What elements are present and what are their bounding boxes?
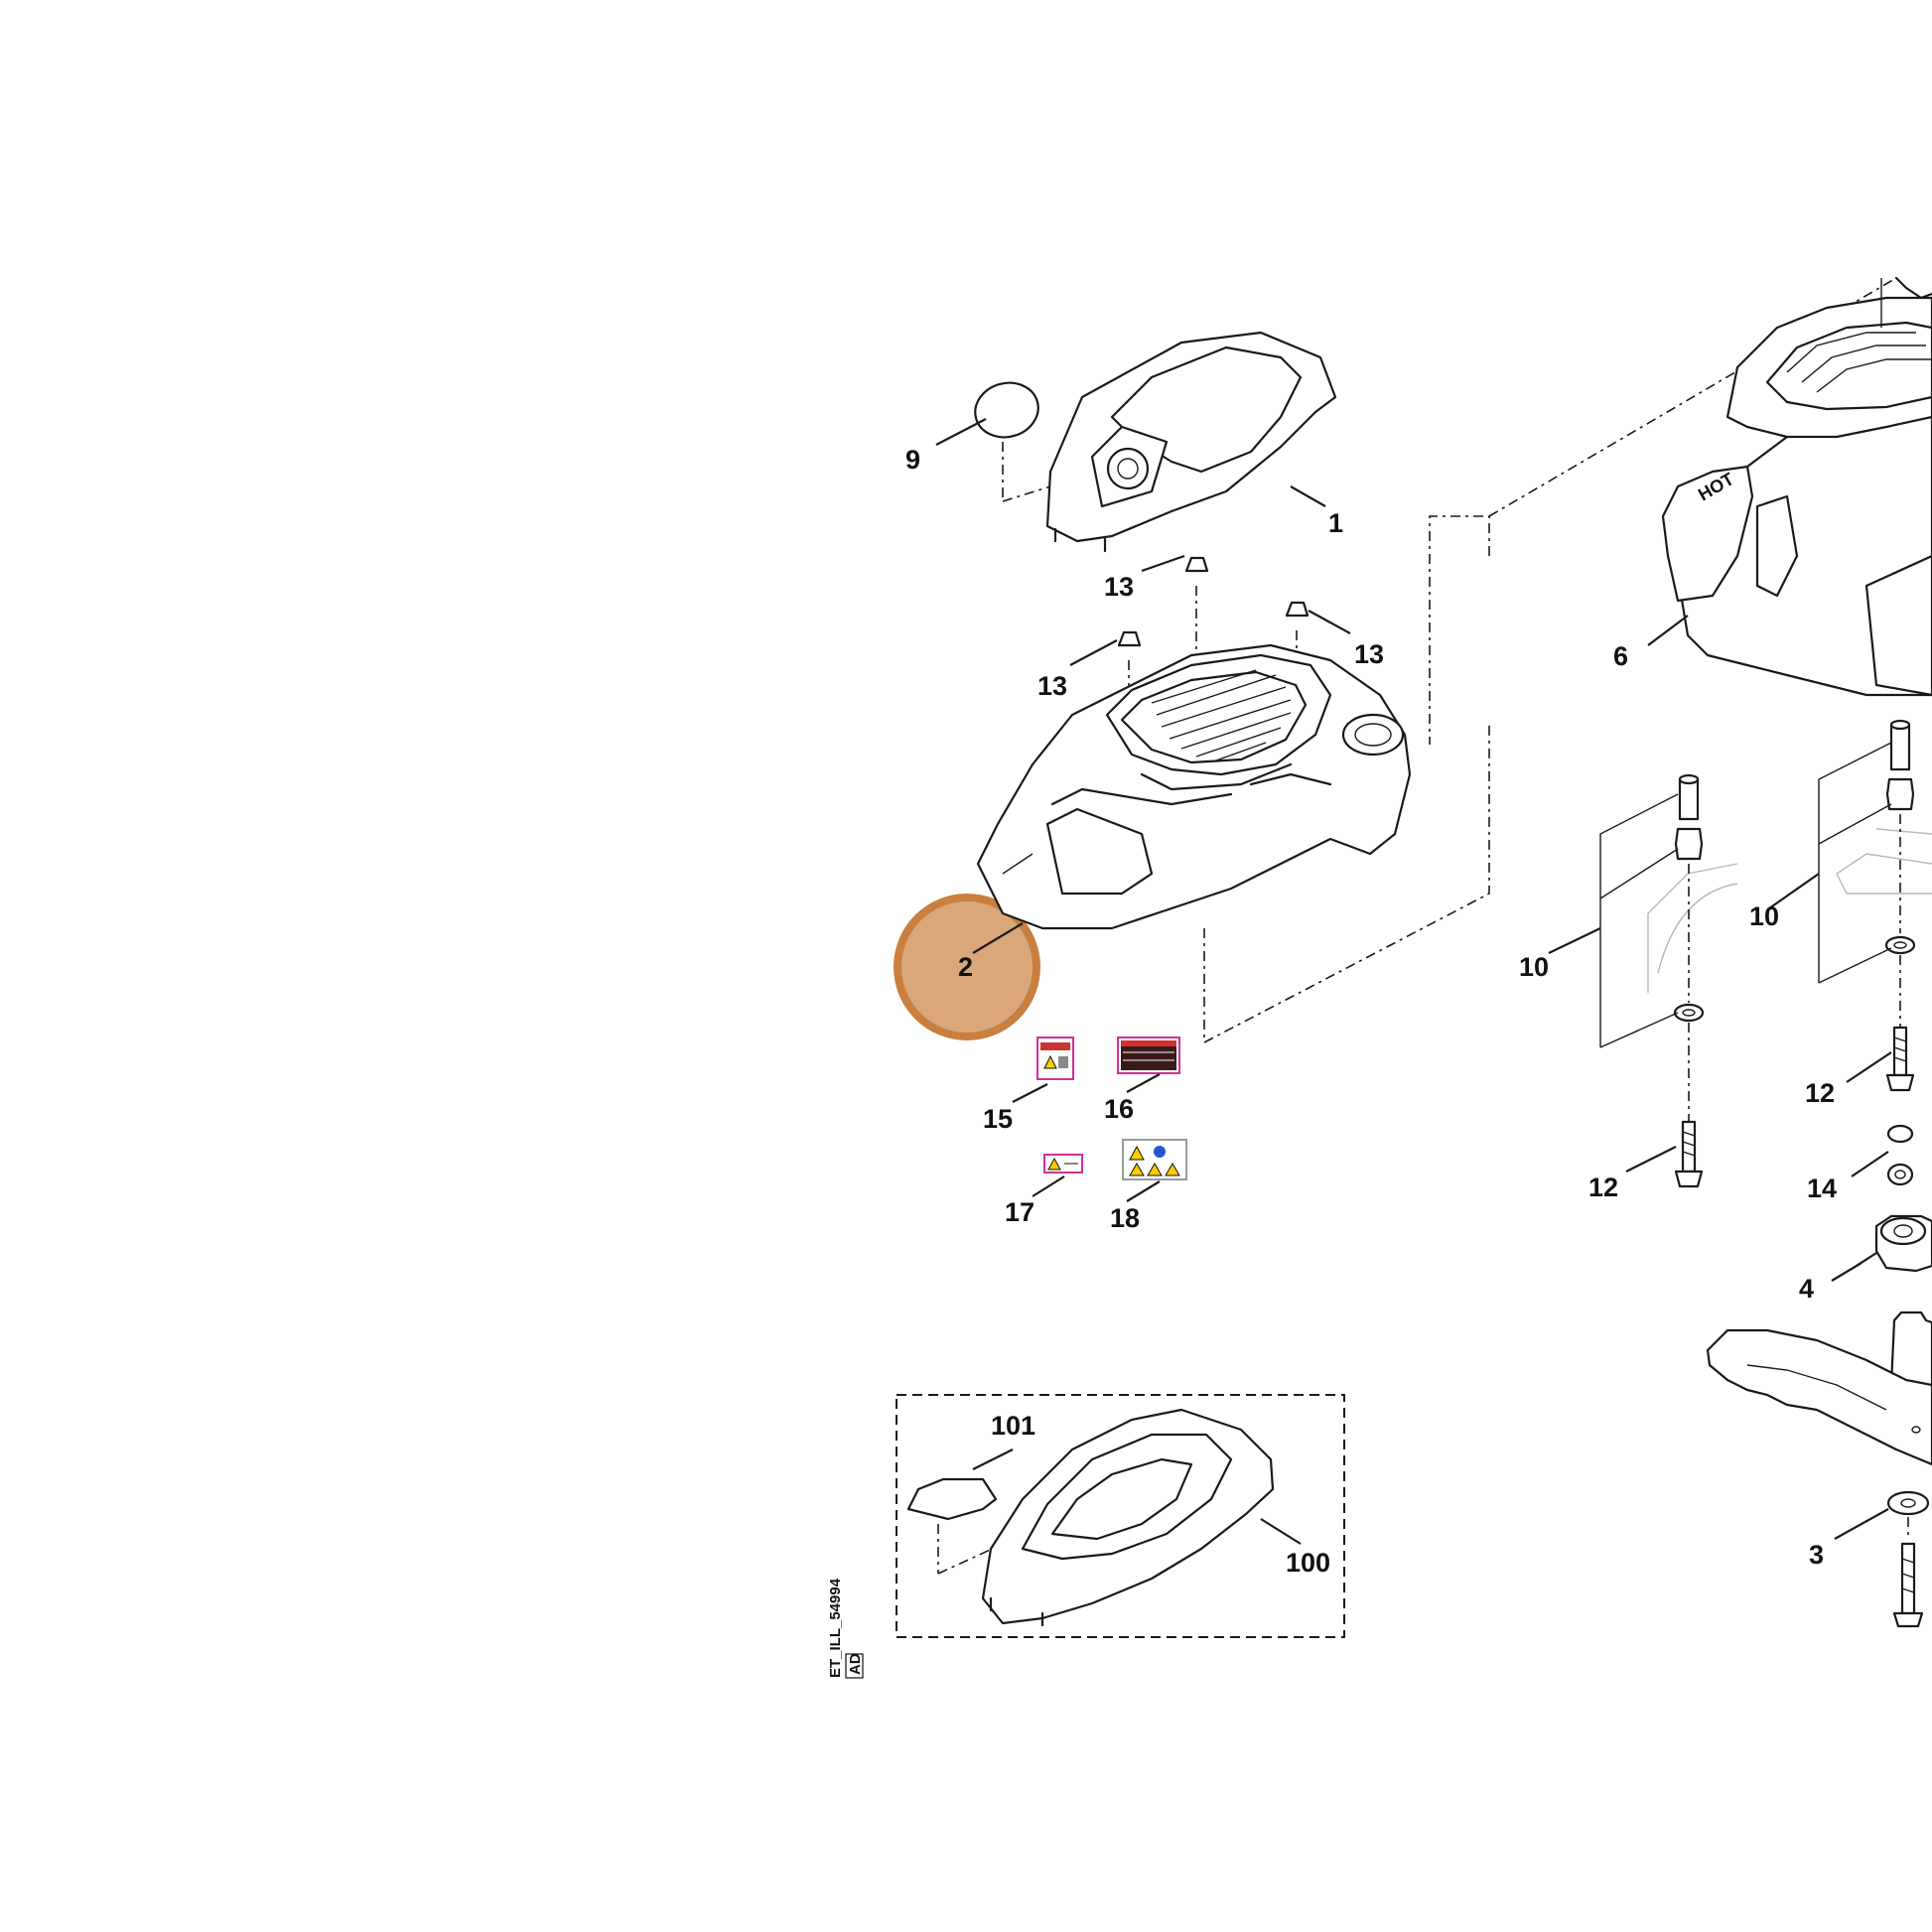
revision-code: AD: [847, 1653, 864, 1675]
part-9-cap[interactable]: 9: [905, 376, 1083, 502]
highlight-marker[interactable]: [894, 894, 1040, 1040]
part-16-decal[interactable]: 16: [1104, 1036, 1180, 1124]
part-4-blade-adapter[interactable]: 4: [1799, 1214, 1932, 1304]
part-label-16: 16: [1104, 1094, 1134, 1124]
part-12-bolt-left[interactable]: 12: [1588, 1120, 1704, 1202]
part-label-12a: 12: [1588, 1173, 1618, 1202]
part-label-6: 6: [1613, 641, 1628, 671]
alternate-parts-box: [896, 1394, 1345, 1638]
part-label-100: 100: [1286, 1548, 1330, 1578]
part-10-spacer-left[interactable]: 10: [1519, 773, 1738, 1122]
part-label-10a: 10: [1519, 952, 1549, 982]
part-3-blade-bolt[interactable]: 3: [1809, 1490, 1930, 1628]
part-label-13c: 13: [1037, 671, 1067, 701]
part-13-plug-a[interactable]: 13: [1104, 554, 1209, 685]
mower-blade[interactable]: [1706, 1311, 1932, 1466]
part-label-18: 18: [1110, 1203, 1140, 1233]
part-label-14: 14: [1807, 1173, 1837, 1203]
part-label-15: 15: [983, 1104, 1013, 1134]
part-6-engine[interactable]: HOT 6: [1613, 276, 1932, 697]
part-label-13a: 13: [1104, 572, 1134, 602]
part-label-3: 3: [1809, 1540, 1824, 1570]
part-15-decal[interactable]: 15: [983, 1036, 1074, 1134]
part-2-housing[interactable]: 2: [958, 643, 1412, 1042]
part-label-12b: 12: [1805, 1078, 1835, 1108]
part-label-9: 9: [905, 445, 920, 475]
part-10-spacer-right[interactable]: 10: [1749, 719, 1932, 1028]
reference-id: ET_ILL_54994: [827, 1578, 844, 1678]
part-label-10b: 10: [1749, 901, 1779, 931]
part-label-2: 2: [958, 952, 973, 982]
part-label-101: 101: [991, 1411, 1035, 1441]
part-1-top-cover[interactable]: 1: [1045, 331, 1343, 553]
part-label-1: 1: [1328, 508, 1343, 538]
part-17-decal[interactable]: 17: [1005, 1154, 1083, 1227]
part-label-4: 4: [1799, 1274, 1814, 1304]
part-12-bolt-right[interactable]: 12: [1805, 1026, 1915, 1108]
drawing-reference: ET_ILL_54994 AD: [827, 1578, 864, 1679]
part-101-cap[interactable]: 101: [906, 1411, 1058, 1575]
part-label-17: 17: [1005, 1197, 1035, 1227]
part-100-top-cover[interactable]: 100: [981, 1408, 1330, 1627]
part-label-13b: 13: [1354, 639, 1384, 669]
part-18-decal[interactable]: 18: [1110, 1139, 1187, 1233]
part-14-washer[interactable]: 14: [1807, 1124, 1914, 1203]
